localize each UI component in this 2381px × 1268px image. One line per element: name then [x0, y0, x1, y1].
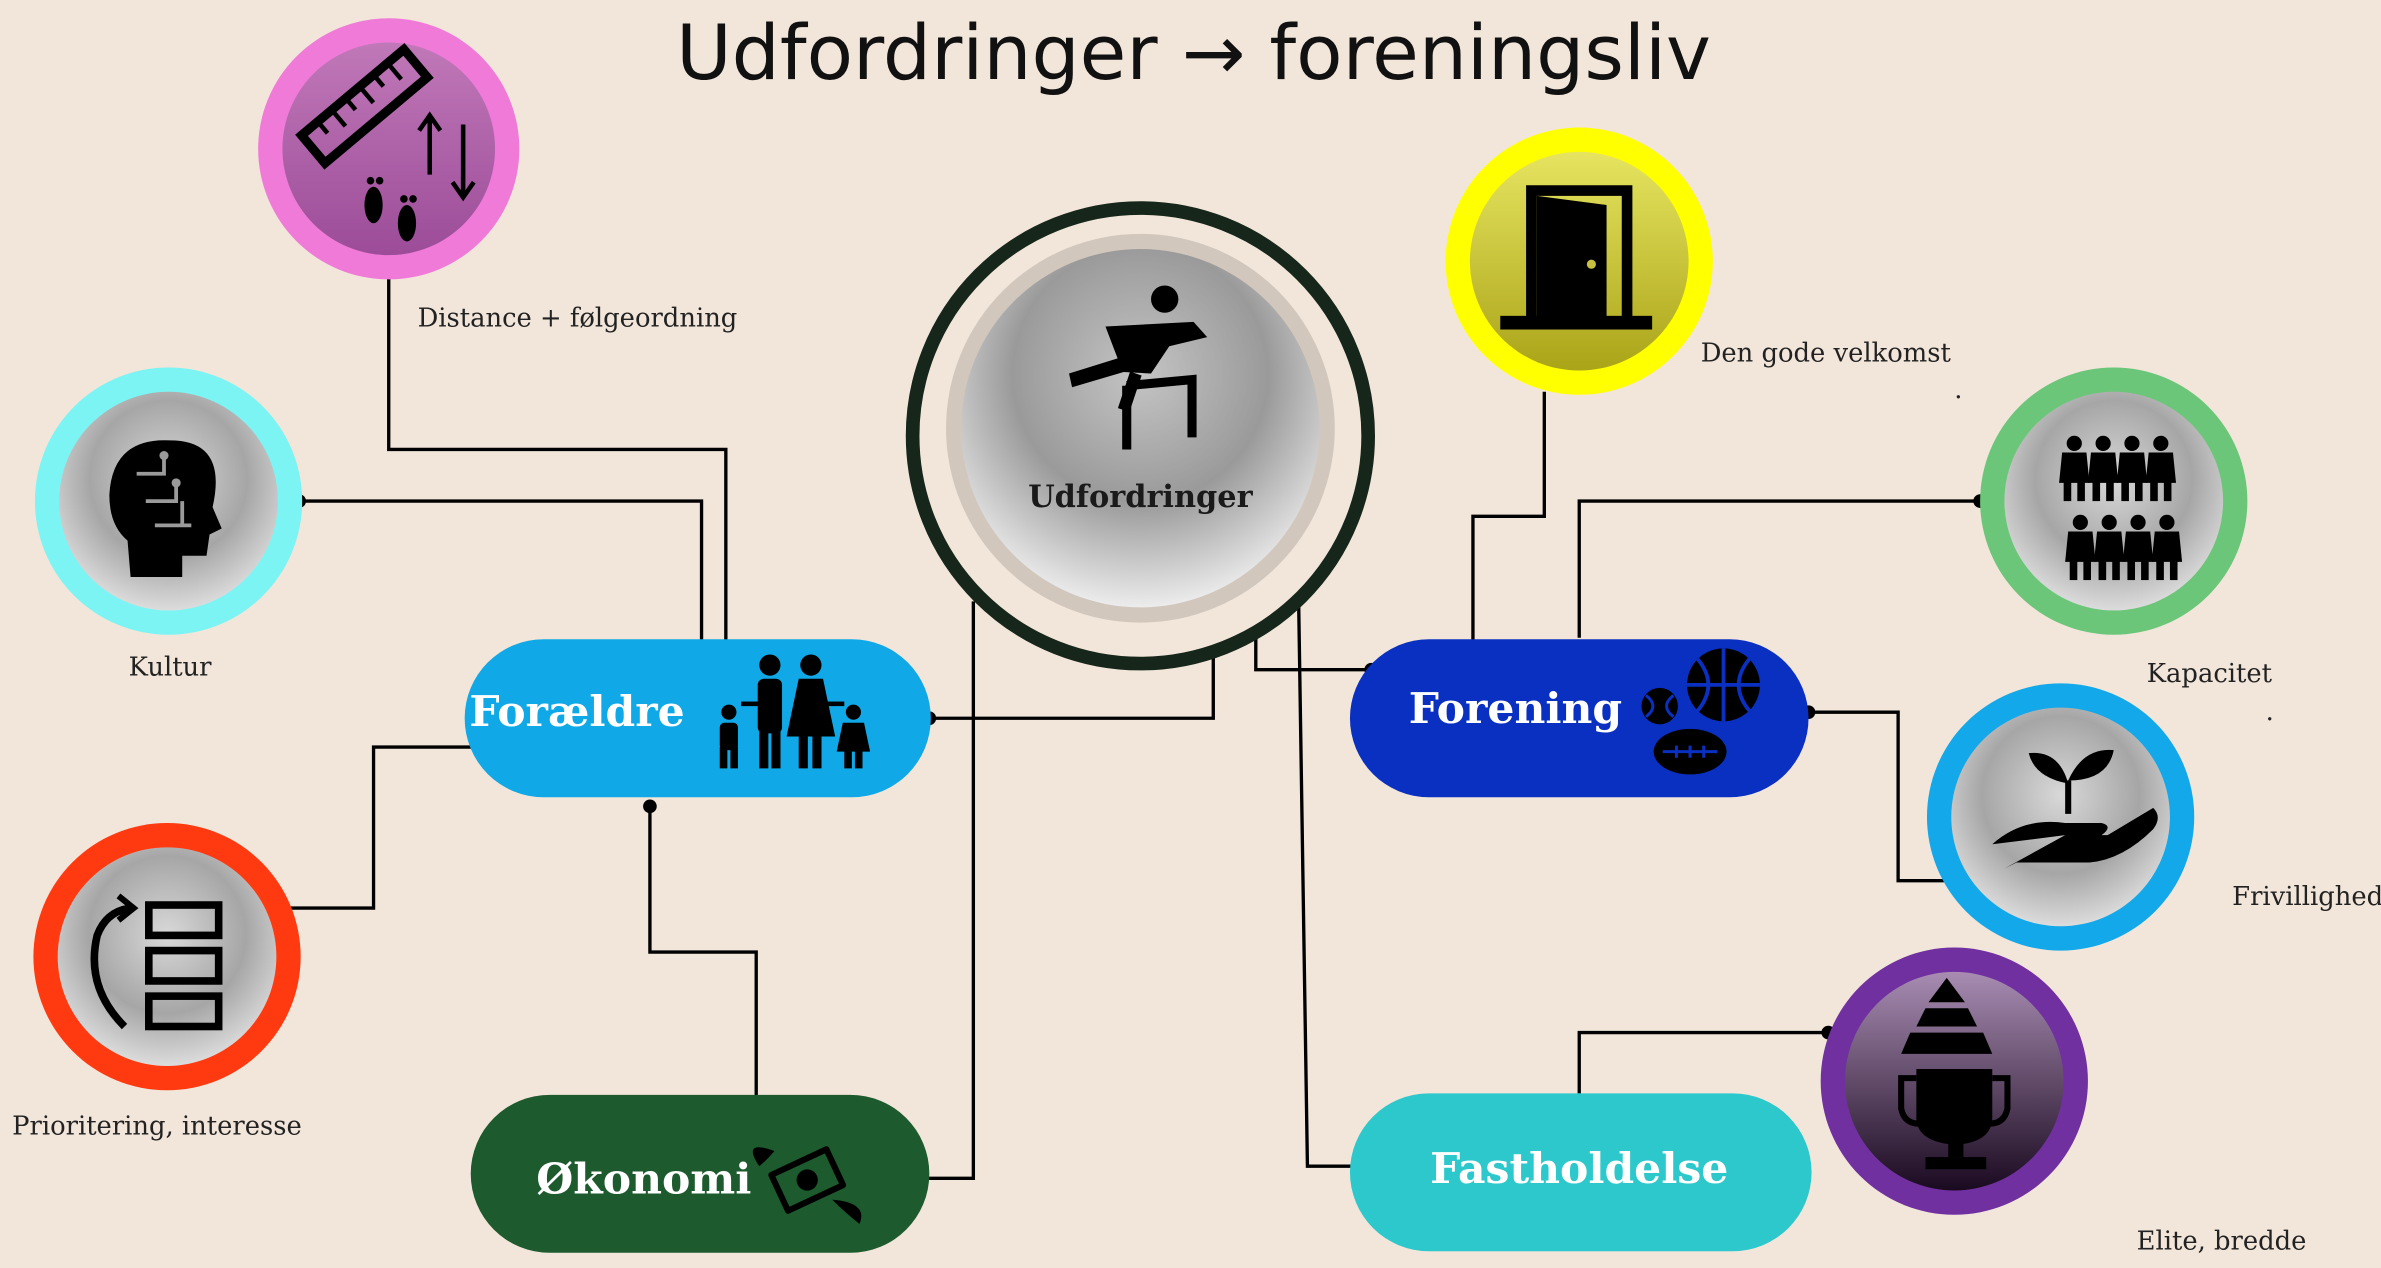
caption-frivillighed: Frivillighed — [2232, 882, 2381, 912]
pill-okonomi-label: Økonomi — [536, 1155, 751, 1205]
sports-balls-icon — [1641, 648, 1760, 775]
family-icon — [719, 654, 871, 769]
caption-distance: Distance + følgeordning — [418, 303, 738, 333]
pill-foraeldre[interactable]: Forældre — [464, 639, 931, 798]
hand-with-plant-icon — [1992, 749, 2158, 869]
center-node[interactable]: Udfordringer — [905, 201, 1376, 671]
pill-forening-label: Forening — [1409, 684, 1622, 734]
caption-kapacitet: Kapacitet — [2147, 659, 2273, 689]
node-kapacitet[interactable]: Kapacitet . — [1980, 367, 2274, 727]
pill-fastholdelse[interactable]: Fastholdelse — [1349, 1093, 1812, 1252]
caption-kapacitet-dot: . — [2266, 697, 2274, 727]
connector-lines — [267, 261, 1982, 1181]
trophy-pyramid-icon — [1898, 977, 2011, 1170]
caption-kultur: Kultur — [129, 653, 213, 683]
node-elite[interactable]: Elite, bredde — [1820, 947, 2307, 1257]
pill-foraeldre-label: Forældre — [469, 687, 684, 737]
caption-velkomst: Den gode velkomst — [1701, 338, 1952, 368]
node-prioritering[interactable]: Prioritering, interesse — [12, 823, 302, 1141]
pill-forening[interactable]: Forening — [1349, 639, 1809, 798]
head-circuit-icon — [109, 440, 222, 578]
hurdle-runner-icon — [1069, 285, 1208, 450]
node-kultur[interactable]: Kultur — [34, 367, 303, 683]
pill-okonomi[interactable]: Økonomi — [470, 1094, 930, 1253]
caption-elite: Elite, bredde — [2137, 1227, 2307, 1257]
ruler-footsteps-icon — [295, 42, 476, 242]
group-of-people-icon — [2059, 435, 2183, 581]
prioritize-list-icon — [90, 893, 223, 1031]
center-label: Udfordringer — [1028, 479, 1253, 515]
node-distance[interactable]: Distance + følgeordning — [258, 18, 737, 333]
flying-money-icon — [752, 1146, 862, 1224]
node-frivillighed[interactable]: Frivillighed — [1926, 683, 2381, 951]
page-title: Udfordringer → foreningsliv — [676, 9, 1711, 97]
node-velkomst[interactable]: Den gode velkomst . — [1445, 127, 1963, 405]
caption-velkomst-dot: . — [1954, 375, 1962, 405]
caption-prioritering: Prioritering, interesse — [12, 1111, 302, 1141]
pill-fastholdelse-label: Fastholdelse — [1430, 1144, 1728, 1194]
